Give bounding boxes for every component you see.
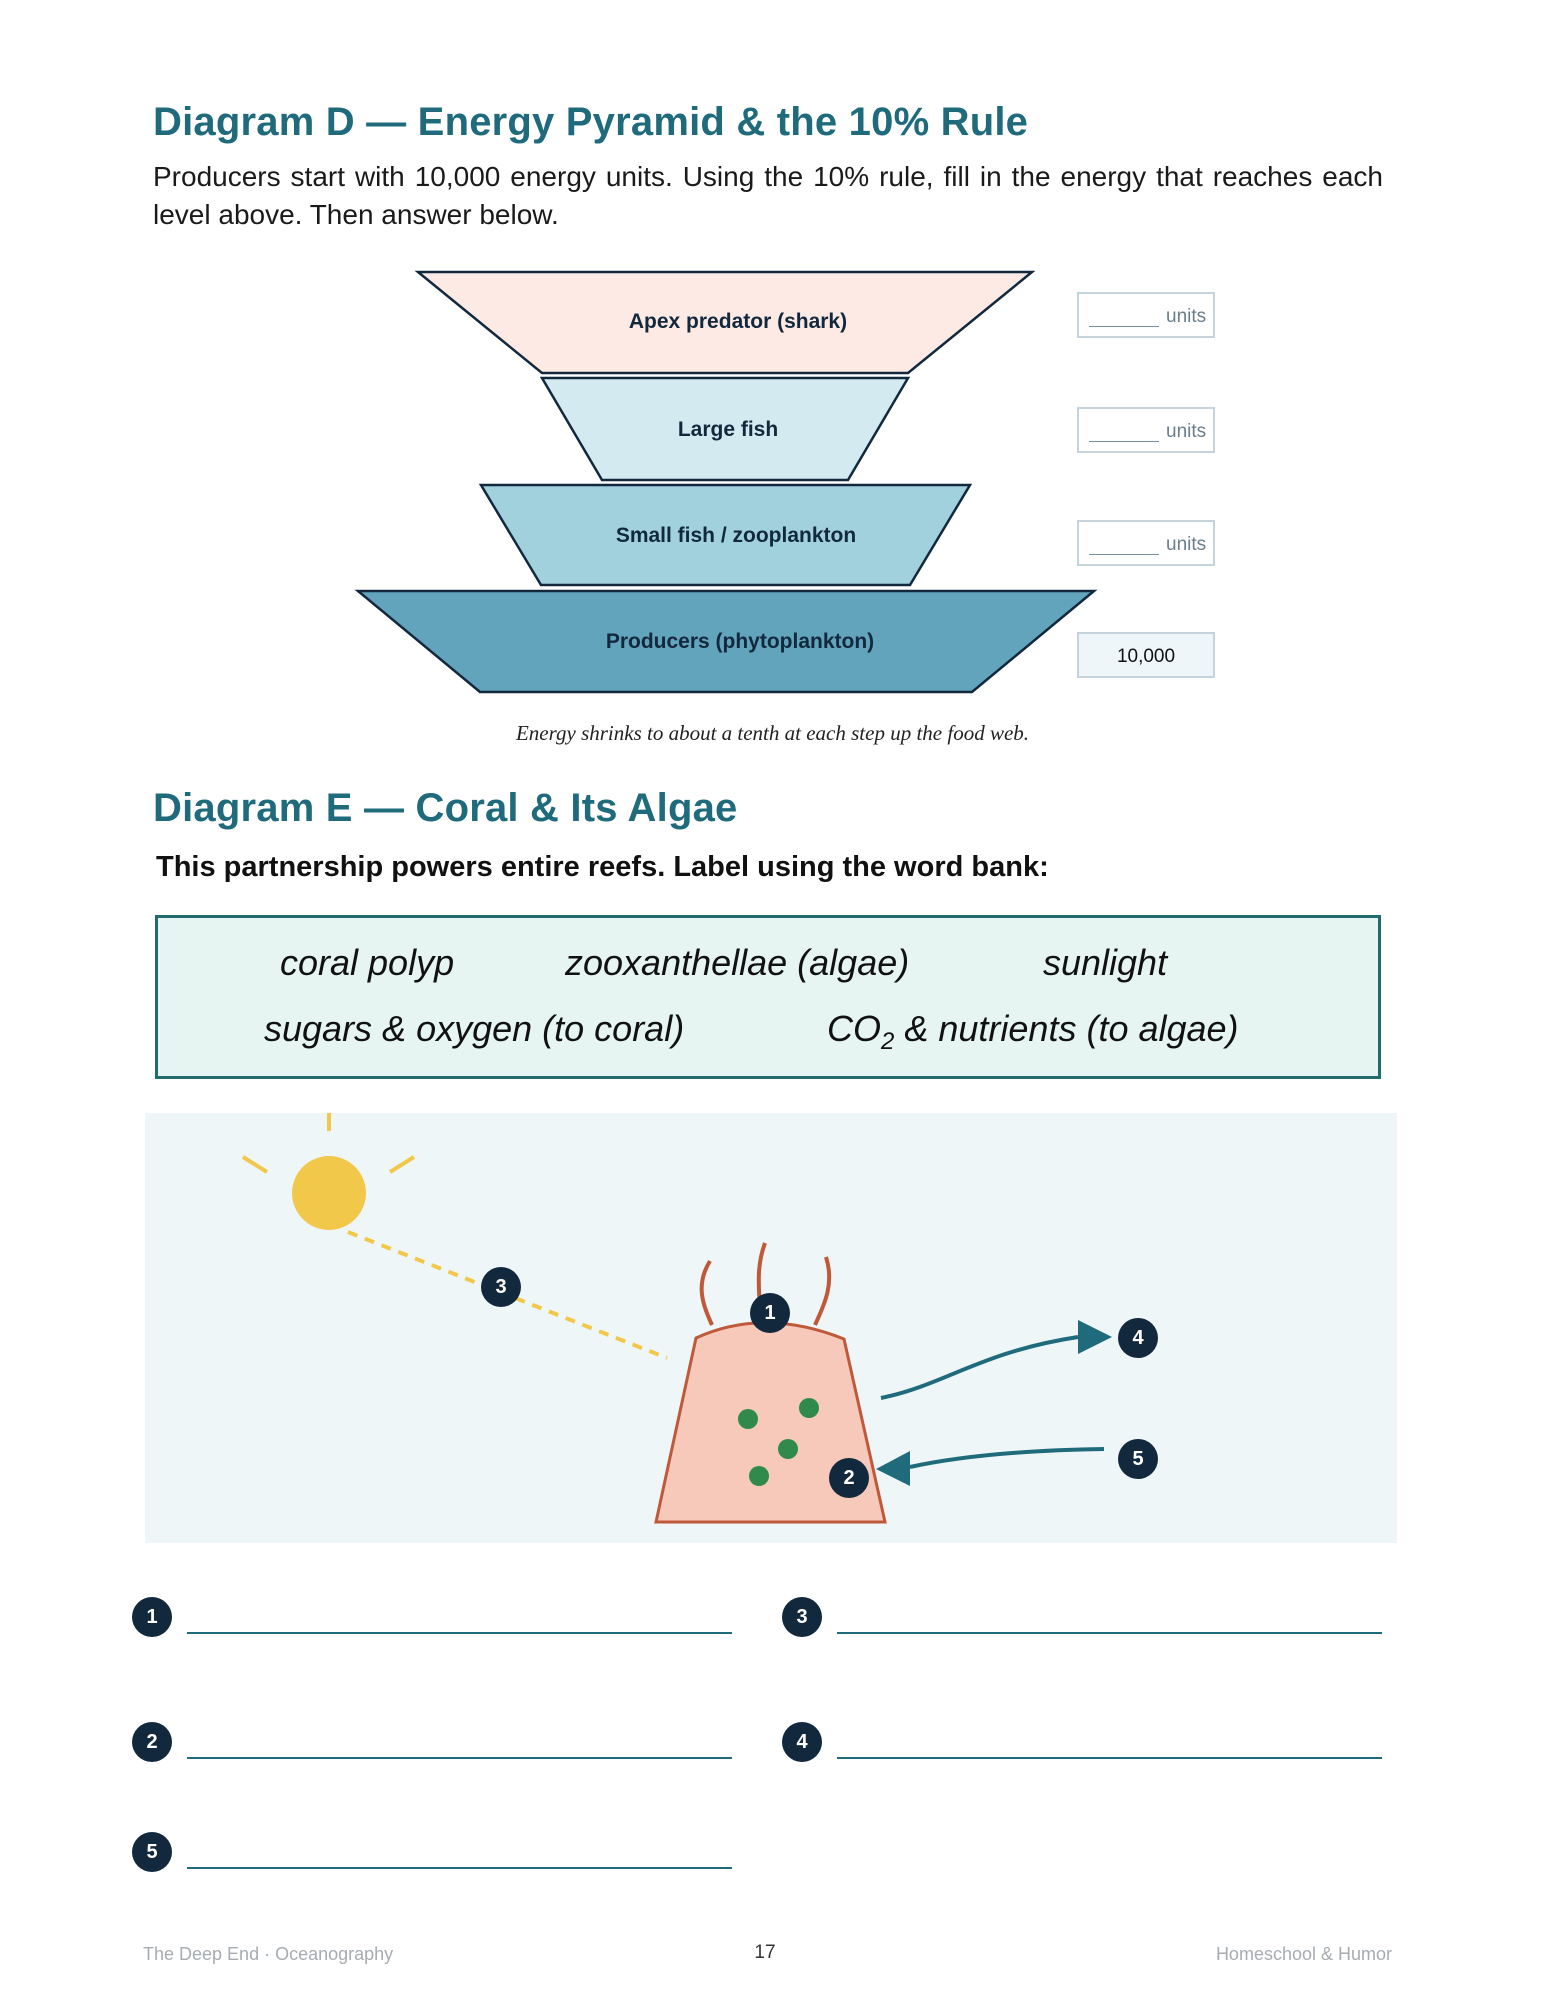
unit-label: units [1166, 534, 1207, 555]
marker-2: 2 [829, 1458, 869, 1498]
word-bank: coral polyp zooxanthellae (algae) sunlig… [155, 915, 1381, 1079]
unit-label: units [1166, 421, 1207, 442]
footer-right: Homeschool & Humor [1215, 1944, 1392, 1964]
arrowhead-in-icon [876, 1451, 910, 1486]
producers-value: 10,000 [1116, 646, 1176, 667]
page-number: 17 [754, 1942, 776, 1963]
word-zooxanthellae: zooxanthellae (algae) [565, 942, 910, 983]
answer-badge-2: 2 [132, 1722, 172, 1762]
marker-1: 1 [750, 1293, 790, 1333]
diagram-d-caption: Energy shrinks to about a tenth at each … [515, 721, 1030, 745]
answer-line-2[interactable] [187, 1757, 732, 1759]
answer-badge-5: 5 [132, 1832, 172, 1872]
pyramid-label-apex: Apex predator (shark) [629, 310, 847, 333]
sun-ray [388, 1155, 416, 1174]
marker-4: 4 [1118, 1318, 1158, 1358]
sun-ray [241, 1155, 269, 1174]
energy-answer-apex[interactable]: units [1077, 292, 1215, 338]
algae-cell [738, 1409, 758, 1429]
pyramid-label-producers: Producers (phytoplankton) [606, 630, 874, 653]
energy-pyramid: Apex predator (shark) Large fish Small f… [354, 270, 1098, 694]
answer-line-3[interactable] [837, 1632, 1382, 1634]
word-sunlight: sunlight [1043, 942, 1168, 983]
algae-cell [799, 1398, 819, 1418]
energy-answer-large-fish[interactable]: units [1077, 407, 1215, 453]
diagram-d-intro: Producers start with 10,000 energy units… [153, 161, 1383, 230]
diagram-e-instruction: This partnership powers entire reefs. La… [156, 851, 1049, 883]
sun-icon [292, 1156, 366, 1230]
pyramid-label-large-fish: Large fish [678, 418, 778, 441]
word-co2-nutrients: CO2 & nutrients (to algae) [827, 1008, 1239, 1056]
polyp-tentacle [813, 1256, 832, 1326]
energy-answer-small-fish[interactable]: units [1077, 520, 1215, 566]
energy-value-producers: 10,000 [1077, 632, 1215, 678]
word-sugars-oxygen: sugars & oxygen (to coral) [264, 1008, 685, 1049]
co2-suffix: & nutrients (to algae) [894, 1008, 1239, 1049]
footer-left: The Deep End · Oceanography [143, 1944, 394, 1964]
pyramid-label-small-fish: Small fish / zooplankton [616, 524, 856, 547]
pyramid-level-large-fish [539, 376, 911, 482]
answer-badge-3: 3 [782, 1597, 822, 1637]
arrow-in [909, 1447, 1105, 1469]
answer-line-5[interactable] [187, 1867, 732, 1869]
co2-subscript: 2 [881, 1028, 895, 1056]
answer-badge-1: 1 [132, 1597, 172, 1637]
pyramid-level-producers [354, 589, 1098, 694]
co2-prefix: CO [827, 1008, 881, 1049]
word-coral-polyp: coral polyp [280, 942, 455, 983]
answer-line-4[interactable] [837, 1757, 1382, 1759]
algae-cell [778, 1439, 798, 1459]
pyramid-level-small-fish [478, 483, 973, 587]
answer-badge-4: 4 [782, 1722, 822, 1762]
arrowhead-out-icon [1078, 1320, 1112, 1354]
diagram-d-title: Diagram D — Energy Pyramid & the 10% Rul… [153, 100, 1029, 144]
marker-5: 5 [1118, 1439, 1158, 1479]
diagram-e-title: Diagram E — Coral & Its Algae [153, 786, 738, 830]
unit-label: units [1166, 306, 1207, 327]
answer-line-1[interactable] [187, 1632, 732, 1634]
algae-cell [749, 1466, 769, 1486]
arrow-out [880, 1335, 1079, 1400]
polyp-tentacle [699, 1259, 714, 1326]
marker-3: 3 [481, 1267, 521, 1307]
pyramid-level-apex [414, 270, 1036, 375]
